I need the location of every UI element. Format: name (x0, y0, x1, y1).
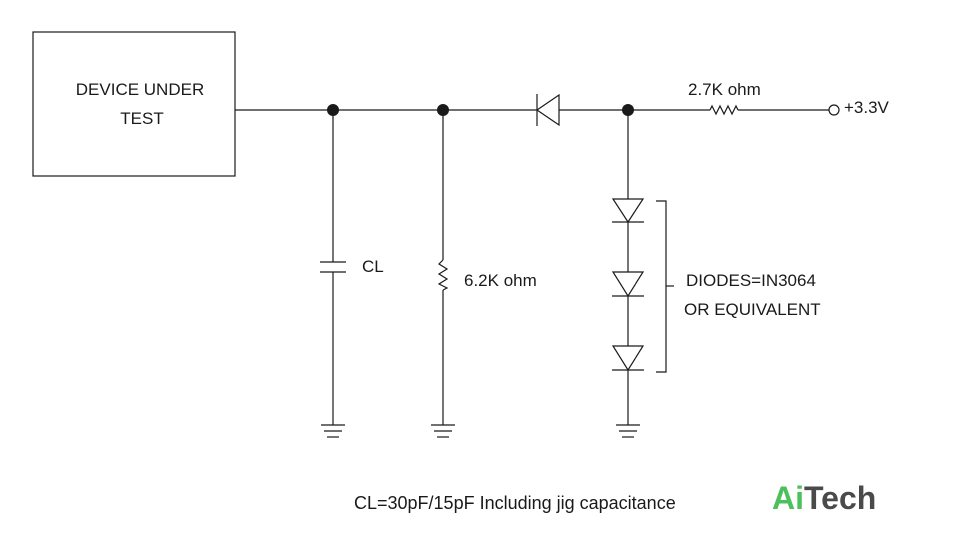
ground-symbol-diodes (616, 424, 640, 438)
ground-symbol-resistor (431, 424, 455, 438)
pullup-resistor-symbol (709, 104, 739, 116)
ground-symbol-cap (321, 424, 345, 438)
diodes-label-line2: OR EQUIVALENT (684, 300, 821, 319)
capacitor-label: CL (362, 257, 384, 276)
string-diode-1 (611, 198, 645, 224)
pulldown-resistor-label: 6.2K ohm (464, 271, 537, 290)
diode-bracket (656, 200, 667, 373)
string-diode-2 (611, 271, 645, 298)
logo-part-ai: Ai (772, 480, 804, 516)
dut-label-line1: DEVICE UNDER (76, 80, 204, 99)
pullup-resistor-label: 2.7K ohm (688, 80, 761, 99)
dut-box (32, 31, 236, 177)
supply-label: +3.3V (844, 98, 890, 117)
diodes-label-line1: DIODES=IN3064 (686, 271, 816, 290)
aitech-logo: AiTech (772, 480, 876, 516)
capacitor-symbol (320, 261, 346, 273)
logo-part-tech: Tech (804, 480, 876, 516)
dut-label-line2: TEST (120, 109, 163, 128)
pulldown-resistor-symbol (437, 259, 449, 291)
series-diode-symbol (535, 93, 560, 127)
string-diode-3 (611, 345, 645, 372)
supply-terminal (828, 104, 840, 116)
caption: CL=30pF/15pF Including jig capacitance (354, 493, 676, 513)
